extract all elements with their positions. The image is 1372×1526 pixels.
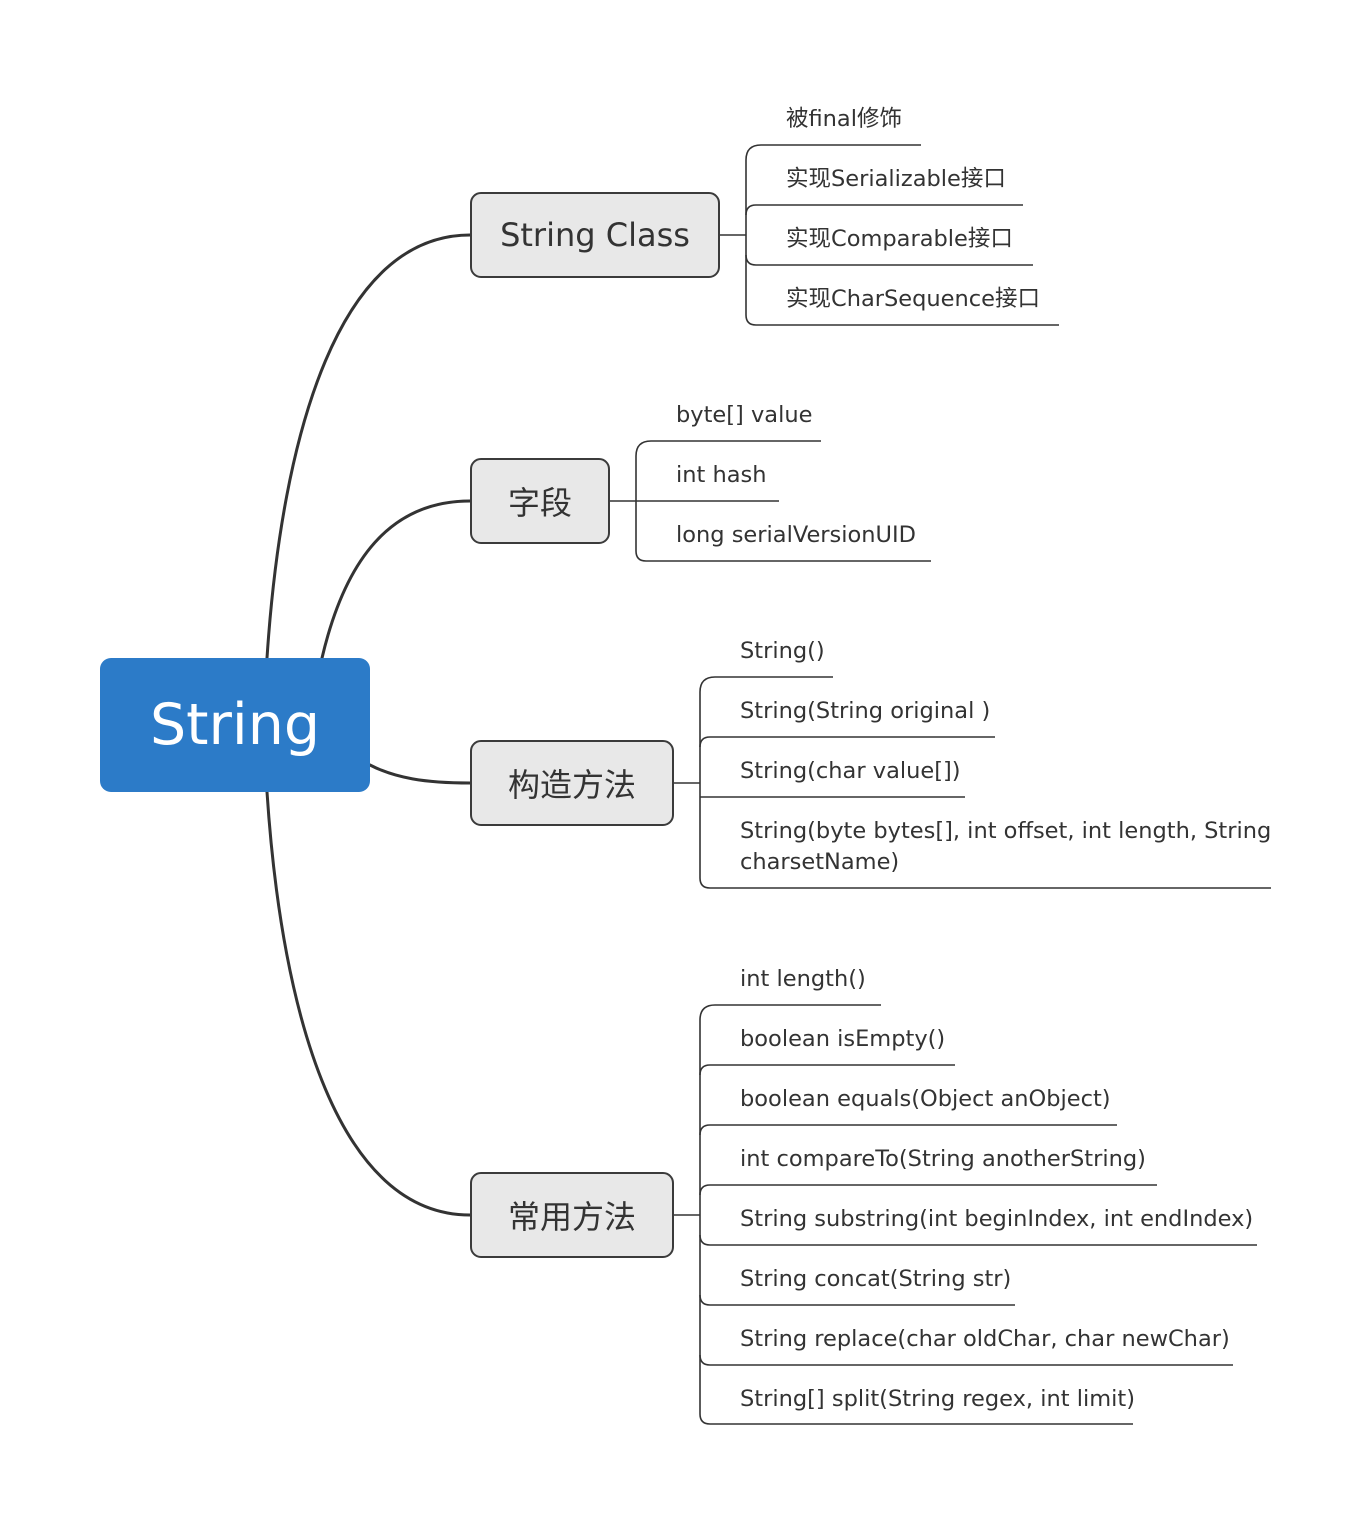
- leaf-line-methods-6: [699, 1294, 1015, 1306]
- leaf-comparable[interactable]: 实现Comparable接口: [786, 226, 1013, 252]
- connector-root-methods: [265, 790, 472, 1217]
- leaf-ctor-bytes-line1[interactable]: String(byte bytes[], int offset, int len…: [740, 818, 1272, 844]
- leaf-ctor-char-array[interactable]: String(char value[]): [740, 758, 961, 784]
- leaf-line-fields-3: [635, 550, 931, 562]
- leaf-line-methods-1: [699, 1004, 881, 1021]
- leaf-line-string-class-1: [745, 144, 921, 161]
- connector-root-constructors: [368, 763, 472, 785]
- leaf-serializable[interactable]: 实现Serializable接口: [786, 166, 1006, 192]
- leaf-charsequence[interactable]: 实现CharSequence接口: [786, 286, 1040, 312]
- root-label: String: [149, 692, 321, 758]
- connector-root-string-class: [265, 233, 472, 660]
- root-node[interactable]: String: [100, 658, 370, 792]
- leaf-method-replace[interactable]: String replace(char oldChar, char newCha…: [740, 1326, 1230, 1352]
- leaf-ctor-string[interactable]: String(String original ): [740, 698, 991, 724]
- leaf-line-constructors-2: [699, 736, 995, 748]
- leaf-ctor-bytes-line2[interactable]: charsetName): [740, 849, 900, 875]
- leaf-ctor-empty[interactable]: String(): [740, 638, 825, 664]
- leaf-method-equals[interactable]: boolean equals(Object anObject): [740, 1086, 1111, 1112]
- branch-label: 构造方法: [507, 766, 636, 804]
- leaf-line-methods-8: [699, 1413, 1133, 1425]
- leaf-line-constructors-4: [699, 877, 1271, 889]
- branch-fields[interactable]: 字段: [470, 458, 610, 544]
- leaf-serial-version-uid[interactable]: long serialVersionUID: [676, 522, 916, 548]
- leaf-line-string-class-2: [745, 204, 1023, 216]
- leaf-line-constructors-1: [699, 676, 833, 693]
- branch-constructors[interactable]: 构造方法: [470, 740, 674, 826]
- leaf-line-methods-5: [699, 1234, 1257, 1246]
- leaf-line-fields-1: [635, 440, 821, 457]
- leaf-line-methods-4: [699, 1184, 1157, 1196]
- leaf-method-split[interactable]: String[] split(String regex, int limit): [740, 1386, 1135, 1412]
- leaf-method-substring[interactable]: String substring(int beginIndex, int end…: [740, 1206, 1254, 1232]
- leaf-method-concat[interactable]: String concat(String str): [740, 1266, 1012, 1292]
- leaf-byte-value[interactable]: byte[] value: [676, 402, 813, 428]
- leaf-line-string-class-4: [745, 314, 1059, 326]
- leaf-final-modifier[interactable]: 被final修饰: [786, 106, 902, 132]
- leaf-int-hash[interactable]: int hash: [676, 462, 767, 488]
- leaf-line-methods-7: [699, 1354, 1233, 1366]
- leaf-method-is-empty[interactable]: boolean isEmpty(): [740, 1026, 946, 1052]
- branch-common-methods[interactable]: 常用方法: [470, 1172, 674, 1258]
- branch-label: String Class: [500, 216, 690, 254]
- connector-root-fields: [320, 499, 472, 660]
- leaf-line-methods-3: [699, 1124, 1117, 1136]
- branch-label: 常用方法: [507, 1198, 636, 1236]
- leaf-line-methods-2: [699, 1064, 955, 1076]
- branch-label: 字段: [507, 484, 572, 522]
- leaf-line-string-class-3: [745, 254, 1033, 266]
- leaf-method-length[interactable]: int length(): [740, 966, 866, 992]
- branch-string-class[interactable]: String Class: [470, 192, 720, 278]
- leaf-method-compare-to[interactable]: int compareTo(String anotherString): [740, 1146, 1146, 1172]
